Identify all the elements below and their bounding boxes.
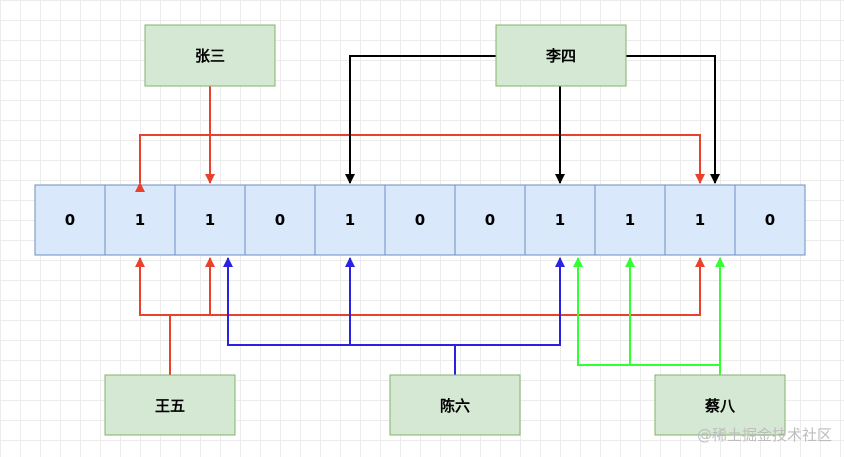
bit-value: 0 — [275, 211, 285, 229]
name-box-caiba: 蔡八 — [654, 374, 786, 436]
lisi-connectors — [345, 55, 720, 184]
zhangsan-connectors — [135, 86, 705, 192]
name-box-wangwu: 王五 — [104, 374, 236, 436]
name-label-lisi: 李四 — [545, 47, 576, 65]
name-label-caiba: 蔡八 — [704, 397, 736, 415]
bit-array: 0 1 1 0 1 0 0 1 1 1 0 — [34, 184, 806, 256]
bit-value: 1 — [625, 211, 635, 229]
wangwu-connectors — [135, 257, 705, 375]
bit-value: 1 — [695, 211, 705, 229]
bit-value: 0 — [765, 211, 775, 229]
bit-cell: 0 — [244, 184, 316, 256]
bit-value: 0 — [485, 211, 495, 229]
bit-cell: 1 — [104, 184, 176, 256]
bit-cell: 1 — [594, 184, 666, 256]
bit-value: 1 — [555, 211, 565, 229]
name-label-chenliu: 陈六 — [440, 397, 470, 415]
bit-value: 0 — [65, 211, 75, 229]
name-box-lisi: 李四 — [495, 24, 627, 87]
name-label-zhangsan: 张三 — [195, 47, 225, 65]
bit-value: 1 — [345, 211, 355, 229]
bit-cell: 1 — [174, 184, 246, 256]
watermark: @稀土掘金技术社区 — [697, 426, 832, 444]
bit-value: 0 — [415, 211, 425, 229]
bit-cell: 0 — [734, 184, 806, 256]
bit-cell: 0 — [34, 184, 106, 256]
chenliu-connectors — [223, 257, 565, 375]
caiba-connectors — [573, 257, 725, 375]
bit-cell: 0 — [384, 184, 456, 256]
bit-cell: 1 — [524, 184, 596, 256]
bit-cell: 1 — [664, 184, 736, 256]
name-box-chenliu: 陈六 — [389, 374, 521, 436]
bit-cell: 1 — [314, 184, 386, 256]
name-box-zhangsan: 张三 — [144, 24, 276, 87]
bit-cell: 0 — [454, 184, 526, 256]
bit-value: 1 — [135, 211, 145, 229]
name-label-wangwu: 王五 — [155, 397, 185, 415]
bit-value: 1 — [205, 211, 215, 229]
